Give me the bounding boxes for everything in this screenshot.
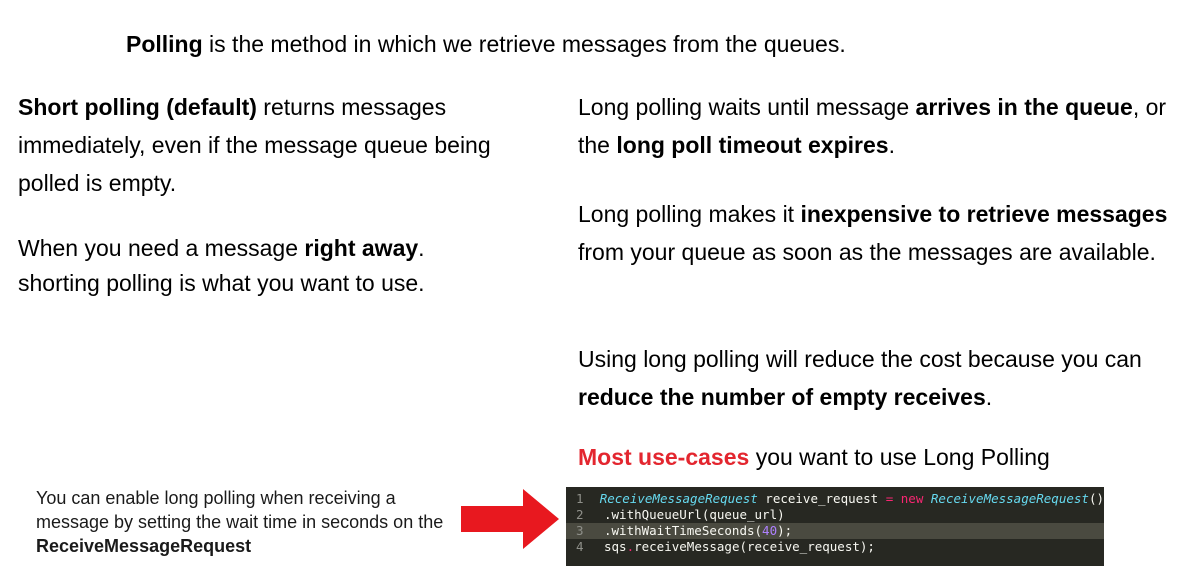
most-use-cases-highlight: Most use-cases xyxy=(578,444,750,470)
short-usage-text-1: When you need a message xyxy=(18,235,305,261)
short-polling-usage: When you need a message right away. shor… xyxy=(18,231,458,301)
long-cost-text-1: Long polling makes it xyxy=(578,201,801,227)
code-token: receive_request xyxy=(757,491,886,506)
long-polling-note: You can enable long polling when receivi… xyxy=(36,486,456,558)
short-usage-bold: right away xyxy=(304,235,419,261)
code-token: .withWaitTimeSeconds( xyxy=(604,523,763,538)
code-text: .withQueueUrl(queue_url) xyxy=(604,507,785,522)
short-polling-term: Short polling (default) xyxy=(18,94,257,120)
line-number: 1 xyxy=(576,491,584,506)
code-operator: = xyxy=(885,491,894,506)
code-token: ); xyxy=(777,523,793,538)
long-desc-bold-1: arrives in the queue xyxy=(915,94,1133,120)
long-desc-bold-2: long poll timeout expires xyxy=(616,132,889,158)
headline-text: is the method in which we retrieve messa… xyxy=(202,31,846,57)
note-bold: ReceiveMessageRequest xyxy=(36,536,252,556)
recommendation-text: you want to use Long Polling xyxy=(749,444,1050,470)
short-polling-text: returns messages immediately, even if th… xyxy=(18,94,491,196)
code-line: 2 .withQueueUrl(queue_url) xyxy=(566,507,1104,523)
long-reduce-text-1: Using long polling will reduce the cost … xyxy=(578,346,1142,372)
short-polling-description: Short polling (default) returns messages… xyxy=(18,88,548,202)
long-desc-text-3: . xyxy=(888,132,895,158)
line-number: 4 xyxy=(576,539,584,554)
long-polling-reduce: Using long polling will reduce the cost … xyxy=(578,340,1188,416)
long-polling-description: Long polling waits until message arrives… xyxy=(578,88,1178,164)
code-line-highlighted: 3 .withWaitTimeSeconds(40); xyxy=(566,523,1104,539)
headline: Polling is the method in which we retrie… xyxy=(126,28,846,60)
code-line: 1 ReceiveMessageRequest receive_request … xyxy=(566,491,1104,507)
code-snippet: 1 ReceiveMessageRequest receive_request … xyxy=(566,487,1104,566)
code-operator: . xyxy=(626,539,635,554)
code-token xyxy=(923,491,931,506)
code-token: () xyxy=(1088,491,1104,506)
code-class: ReceiveMessageRequest xyxy=(599,491,758,506)
code-keyword: new xyxy=(900,491,924,506)
headline-bold: Polling xyxy=(126,31,203,57)
code-line: 4 sqs.receiveMessage(receive_request); xyxy=(566,539,1104,555)
long-cost-text-2: from your queue as soon as the messages … xyxy=(578,239,1156,265)
code-token: receiveMessage(receive_request); xyxy=(634,539,875,554)
code-number: 40 xyxy=(762,523,778,538)
code-text: sqs.receiveMessage(receive_request); xyxy=(598,539,875,555)
code-class: ReceiveMessageRequest xyxy=(930,491,1089,506)
long-polling-cost: Long polling makes it inexpensive to ret… xyxy=(578,195,1178,271)
long-desc-text-2: , or the xyxy=(578,94,1167,158)
short-usage-text-2: . shorting polling is what you want to u… xyxy=(18,235,425,296)
long-reduce-bold: reduce the number of empty receives xyxy=(578,384,986,410)
long-cost-bold: inexpensive to retrieve messages xyxy=(800,201,1168,227)
long-desc-text-1: Long polling waits until message xyxy=(578,94,916,120)
code-text: .withWaitTimeSeconds(40); xyxy=(598,523,792,539)
note-text: You can enable long polling when receivi… xyxy=(36,488,444,532)
line-number: 2 xyxy=(576,507,584,522)
right-arrow-icon xyxy=(461,489,559,549)
long-reduce-text-2: . xyxy=(985,384,993,410)
code-token: sqs xyxy=(604,539,627,554)
code-text: ReceiveMessageRequest receive_request = … xyxy=(594,491,1104,507)
long-polling-recommendation: Most use-cases you want to use Long Poll… xyxy=(578,438,1178,476)
line-number: 3 xyxy=(576,523,584,538)
code-token xyxy=(893,491,901,506)
